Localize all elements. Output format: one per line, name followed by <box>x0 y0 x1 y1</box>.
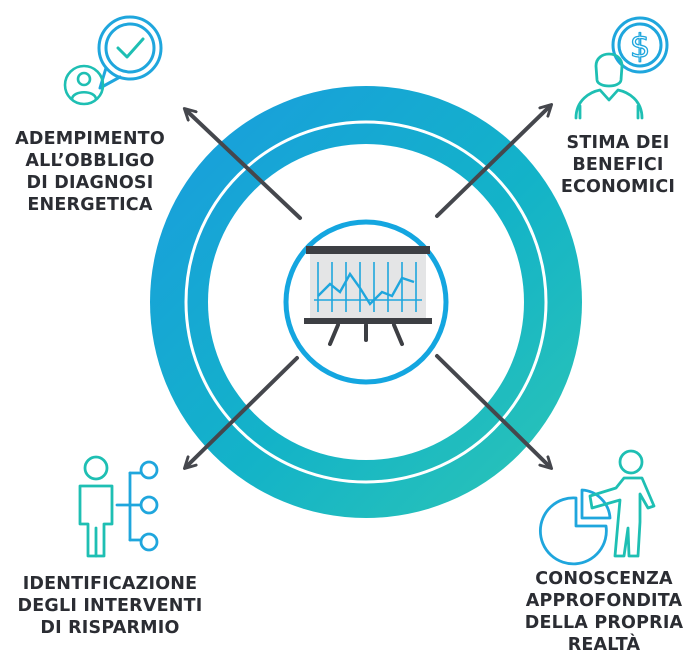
label-line: DI RISPARMIO <box>40 618 180 638</box>
label-line: STIMA DEI <box>566 133 670 153</box>
person-checkmark-bubble-icon <box>63 15 163 106</box>
label-line: BENEFICI <box>572 155 664 175</box>
label-line: ECONOMICI <box>560 177 676 197</box>
dollar-sign: $ <box>630 27 650 65</box>
label-adempimento: ADEMPIMENTO ALL’OBBLIGO DI DIAGNOSI ENER… <box>0 128 180 216</box>
person-dollar-icon: $ <box>574 16 669 120</box>
label-conoscenza: CONOSCENZA APPROFONDITA DELLA PROPRIA RE… <box>520 568 688 656</box>
label-stima-benefici: STIMA DEI BENEFICI ECONOMICI <box>548 132 688 198</box>
label-line: DELLA PROPRIA <box>524 613 684 633</box>
presentation-board-icon <box>304 246 432 346</box>
arrow-bottom-right <box>435 354 554 470</box>
label-line: ADEMPIMENTO <box>15 129 165 149</box>
label-line: ENERGETICA <box>27 195 153 215</box>
label-line: APPROFONDITA <box>525 591 683 611</box>
arrow-top-right <box>435 103 554 218</box>
label-line: IDENTIFICAZIONE <box>22 574 198 594</box>
label-line: DEGLI INTERVENTI <box>17 596 203 616</box>
label-identificazione: IDENTIFICAZIONE DEGLI INTERVENTI DI RISP… <box>10 573 210 639</box>
label-line: CONOSCENZA <box>535 569 673 589</box>
arrow-top-left <box>182 107 302 220</box>
label-line: DI DIAGNOSI <box>26 173 154 193</box>
label-line: ALL’OBBLIGO <box>25 151 155 171</box>
person-branch-network-icon <box>78 455 159 558</box>
label-line: REALTÀ <box>567 635 641 655</box>
arrow-bottom-left <box>182 356 299 470</box>
person-pie-chart-icon <box>538 449 656 566</box>
